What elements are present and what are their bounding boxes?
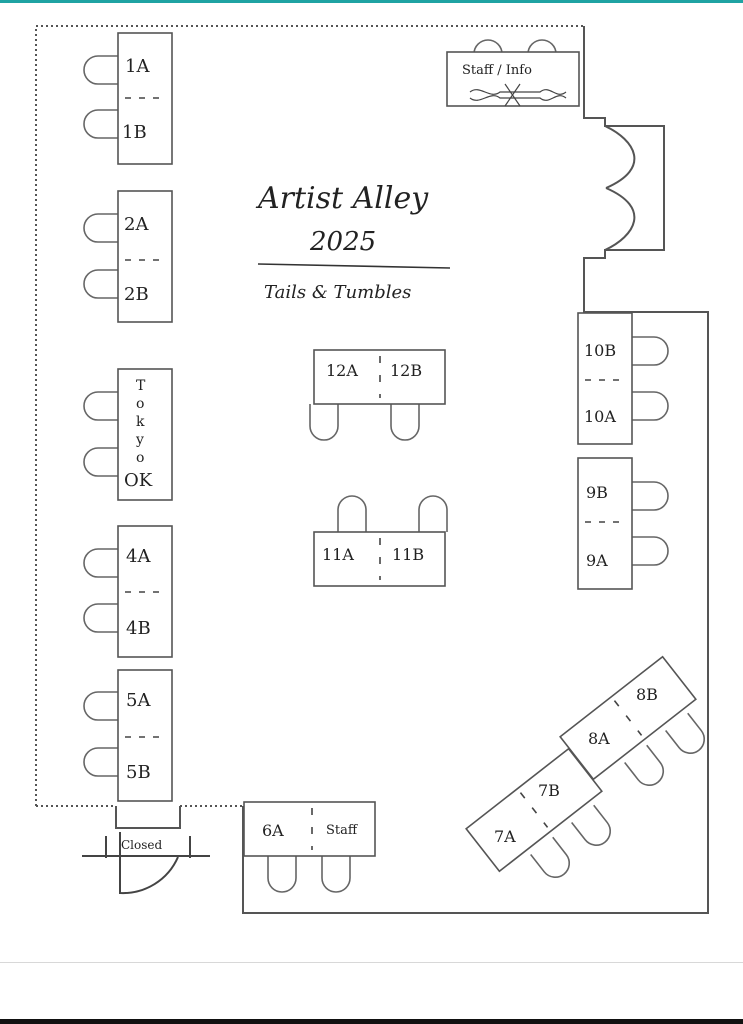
scan-top-edge — [0, 0, 743, 3]
table-2b-label: 2B — [124, 284, 149, 305]
table-3-letter-3: k — [136, 414, 145, 430]
table-7b-label: 7B — [538, 781, 560, 800]
table-3[interactable] — [83, 368, 173, 501]
table-6-staff-label: Staff — [326, 823, 359, 838]
table-9b-label: 9B — [586, 483, 608, 502]
table-11b-label: 11B — [392, 545, 424, 564]
map-subtitle: Tails & Tumbles — [264, 282, 411, 303]
table-6a-label: 6A — [262, 821, 284, 840]
table-1a-label: 1A — [125, 56, 150, 77]
table-6[interactable] — [243, 801, 376, 893]
table-3-ok-label: OK — [124, 470, 153, 491]
table-10b-label: 10B — [584, 341, 616, 360]
table-7a-label: 7A — [494, 827, 516, 846]
table-9[interactable] — [577, 457, 669, 590]
table-8b-label: 8B — [636, 685, 658, 704]
table-9a-label: 9A — [586, 551, 608, 570]
table-3-letter-5: o — [136, 450, 144, 466]
table-12b-label: 12B — [390, 361, 422, 380]
table-1b-label: 1B — [122, 122, 147, 143]
table-5b-label: 5B — [126, 762, 151, 783]
table-10[interactable] — [577, 312, 669, 445]
table-4[interactable] — [83, 525, 173, 658]
staff-info-label: Staff / Info — [462, 63, 532, 78]
table-3-letter-1: T — [136, 378, 146, 394]
title-underline — [257, 263, 451, 269]
scan-bottom-edge — [0, 1019, 743, 1024]
table-12[interactable] — [309, 349, 446, 441]
closed-door-label: Closed — [121, 838, 163, 852]
table-11a-label: 11A — [322, 545, 354, 564]
table-2[interactable] — [83, 190, 173, 323]
table-11[interactable] — [313, 495, 448, 587]
table-5[interactable] — [83, 669, 173, 802]
room-walls — [35, 25, 709, 914]
scan-fold-line — [0, 962, 743, 963]
table-10a-label: 10A — [584, 407, 616, 426]
table-1[interactable] — [83, 32, 173, 165]
table-8[interactable] — [559, 655, 722, 813]
table-3-letter-2: o — [136, 396, 144, 412]
staff-info-table — [446, 39, 580, 107]
closed-door — [82, 832, 210, 895]
table-12a-label: 12A — [326, 361, 358, 380]
table-4b-label: 4B — [126, 618, 151, 639]
table-3-letter-4: y — [135, 432, 144, 448]
table-2a-label: 2A — [124, 214, 149, 235]
table-5a-label: 5A — [126, 690, 151, 711]
table-4a-label: 4A — [126, 546, 151, 567]
map-year: 2025 — [309, 227, 376, 257]
map-title: Artist Alley — [255, 181, 429, 216]
table-8a-label: 8A — [588, 729, 610, 748]
